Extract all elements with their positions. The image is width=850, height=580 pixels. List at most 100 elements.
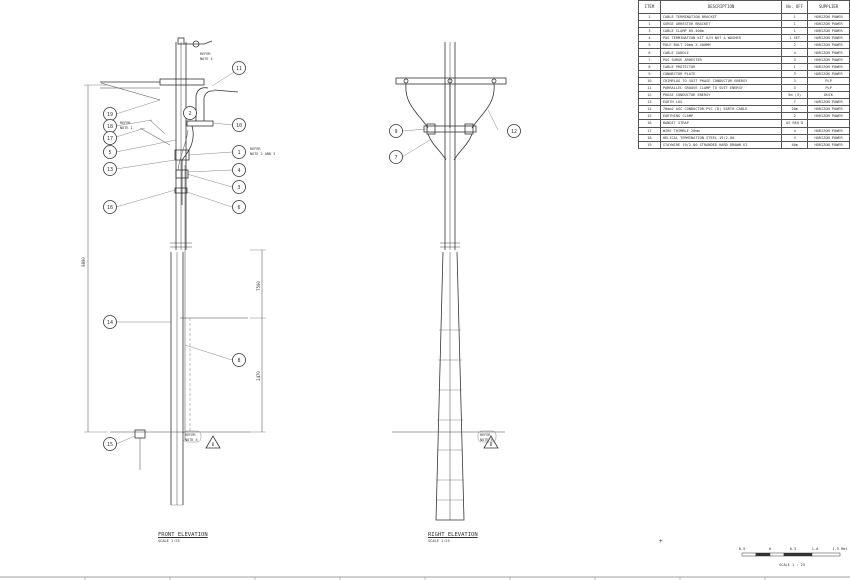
cell-quantity: 4 xyxy=(781,133,809,142)
svg-text:11: 11 xyxy=(236,66,242,72)
balloon-19: 19 xyxy=(103,107,117,121)
cell-supplier: HORIZON POWER xyxy=(807,12,850,22)
front-balloons: 11 19 18 17 2 10 5 1 4 13 3 16 6 14 8 15 xyxy=(103,61,246,451)
svg-text:0: 0 xyxy=(769,547,771,551)
note-refer-top: REFER NOTE 4 xyxy=(200,52,213,61)
svg-text:1.0: 1.0 xyxy=(812,547,819,551)
front-elevation-scale: SCALE 1:25 xyxy=(158,539,180,543)
svg-text:14: 14 xyxy=(107,320,113,326)
balloon-17: 17 xyxy=(103,131,117,145)
balloon-18: 18 xyxy=(103,119,117,133)
revision-triangle-right: B xyxy=(483,435,499,449)
note-refer-right-view: REFER NOTE 5 xyxy=(477,430,497,443)
svg-text:NOTE 2 AND 3: NOTE 2 AND 3 xyxy=(250,152,275,156)
svg-text:6: 6 xyxy=(237,205,240,211)
svg-text:18: 18 xyxy=(107,124,113,130)
balloon-6: 6 xyxy=(232,200,246,214)
svg-text:B: B xyxy=(212,442,215,447)
svg-text:0.5: 0.5 xyxy=(790,547,797,551)
svg-text:1.5 Met: 1.5 Met xyxy=(832,547,847,551)
svg-text:REFER: REFER xyxy=(120,121,131,125)
balloon-3: 3 xyxy=(232,180,246,194)
balloon-11: 11 xyxy=(232,61,246,75)
table-header-row: ITEM DESCRIPTION No. OFF SUPPLIER xyxy=(638,0,850,14)
cell-supplier: HORIZON POWER xyxy=(807,126,850,135)
svg-text:9: 9 xyxy=(394,129,397,135)
front-elevation: 9800 7500 2470 11 xyxy=(81,37,275,506)
svg-text:REFER: REFER xyxy=(185,433,196,437)
balloon-1: 1 xyxy=(232,145,246,159)
front-elevation-caption: FRONT ELEVATION SCALE 1:25 xyxy=(158,532,208,543)
cell-description: WIRE THIMBLE 20mm xyxy=(659,126,783,135)
svg-text:1: 1 xyxy=(237,150,240,156)
balloon-9: 9 xyxy=(389,124,403,138)
balloon-5: 5 xyxy=(103,145,117,159)
svg-text:2: 2 xyxy=(188,111,191,117)
cell-quantity: 4 xyxy=(781,126,809,135)
plus-mark: + xyxy=(659,538,663,545)
cell-quantity: 1 xyxy=(781,20,809,29)
right-elevation-title: RIGHT ELEVATION xyxy=(428,532,478,538)
cell-description: CABLE TERMINATION BRACKET xyxy=(659,12,783,22)
balloon-7: 7 xyxy=(389,150,403,164)
svg-text:5: 5 xyxy=(108,150,111,156)
balloon-4: 4 xyxy=(232,163,246,177)
svg-text:REFER: REFER xyxy=(200,52,211,56)
svg-text:16: 16 xyxy=(107,205,113,211)
cell-supplier: HORIZON POWER xyxy=(807,20,850,29)
balloon-16: 16 xyxy=(103,200,117,214)
balloon-13: 13 xyxy=(103,162,117,176)
front-elevation-title: FRONT ELEVATION xyxy=(158,532,208,538)
svg-text:10: 10 xyxy=(236,123,242,129)
svg-text:12: 12 xyxy=(511,129,517,135)
scale-caption: SCALE 1 : 25 xyxy=(779,563,805,567)
balloon-15: 15 xyxy=(103,437,117,451)
svg-text:17: 17 xyxy=(107,136,113,142)
svg-text:NOTE 4: NOTE 4 xyxy=(200,57,213,61)
cell-description: STAYWIRE 19/2.00 STRANDED HARD DRAWN GI xyxy=(659,140,783,149)
revision-triangle-front: B xyxy=(205,435,221,449)
cell-quantity: 40m xyxy=(781,140,809,149)
svg-text:7: 7 xyxy=(394,155,397,161)
balloon-10: 10 xyxy=(232,118,246,132)
svg-text:REFER: REFER xyxy=(480,433,491,437)
svg-text:13: 13 xyxy=(107,167,113,173)
right-elevation: 9 12 7 REFER NOTE 5 B xyxy=(389,42,521,521)
cell-supplier: HORIZON POWER xyxy=(807,133,850,142)
svg-text:4: 4 xyxy=(237,168,240,174)
svg-text:15: 15 xyxy=(107,442,113,448)
svg-text:NOTE 5: NOTE 5 xyxy=(480,438,493,442)
note-refer-right: REFER NOTE 2 AND 3 xyxy=(250,147,275,156)
dimension-lower: 2470 xyxy=(256,371,261,381)
balloon-2: 2 xyxy=(183,106,197,120)
svg-text:REFER: REFER xyxy=(250,147,261,151)
svg-text:3: 3 xyxy=(237,185,240,191)
scale-bar: 0.5 0 0.5 1.0 1.5 Met SCALE 1 : 25 xyxy=(739,547,848,567)
svg-text:NOTE 1: NOTE 1 xyxy=(120,126,133,130)
note-refer-left: REFER NOTE 1 xyxy=(120,121,133,130)
cell-description: SURGE ARRESTER BRACKET xyxy=(659,20,783,29)
right-balloons: 9 12 7 xyxy=(389,124,521,164)
svg-text:8: 8 xyxy=(237,358,240,364)
cell-description: HELICAL TERMINATION STEEL 19/2.00 xyxy=(659,133,783,142)
balloon-12: 12 xyxy=(507,124,521,138)
dimension-upper: 7500 xyxy=(256,281,261,291)
svg-text:NOTE 5: NOTE 5 xyxy=(185,438,198,442)
cell-quantity: 1 xyxy=(781,12,809,22)
svg-text:B: B xyxy=(490,442,493,447)
cell-supplier: HORIZON POWER xyxy=(807,140,850,149)
dimension-overall: 9800 xyxy=(81,257,86,267)
right-elevation-caption: RIGHT ELEVATION SCALE 1:25 xyxy=(428,532,478,543)
balloon-8: 8 xyxy=(232,353,246,367)
note-refer-bottom: REFER NOTE 5 xyxy=(182,430,202,443)
